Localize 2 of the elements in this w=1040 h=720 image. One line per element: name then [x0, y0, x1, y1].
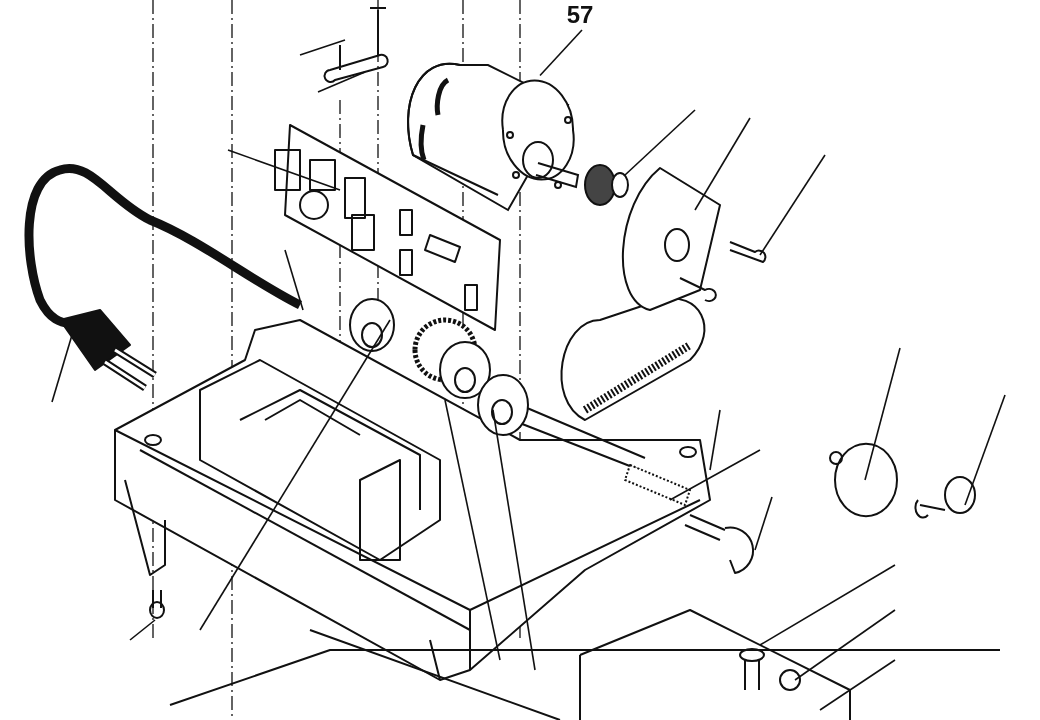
leader-line	[539, 29, 583, 77]
callout-number: 57	[560, 2, 600, 30]
